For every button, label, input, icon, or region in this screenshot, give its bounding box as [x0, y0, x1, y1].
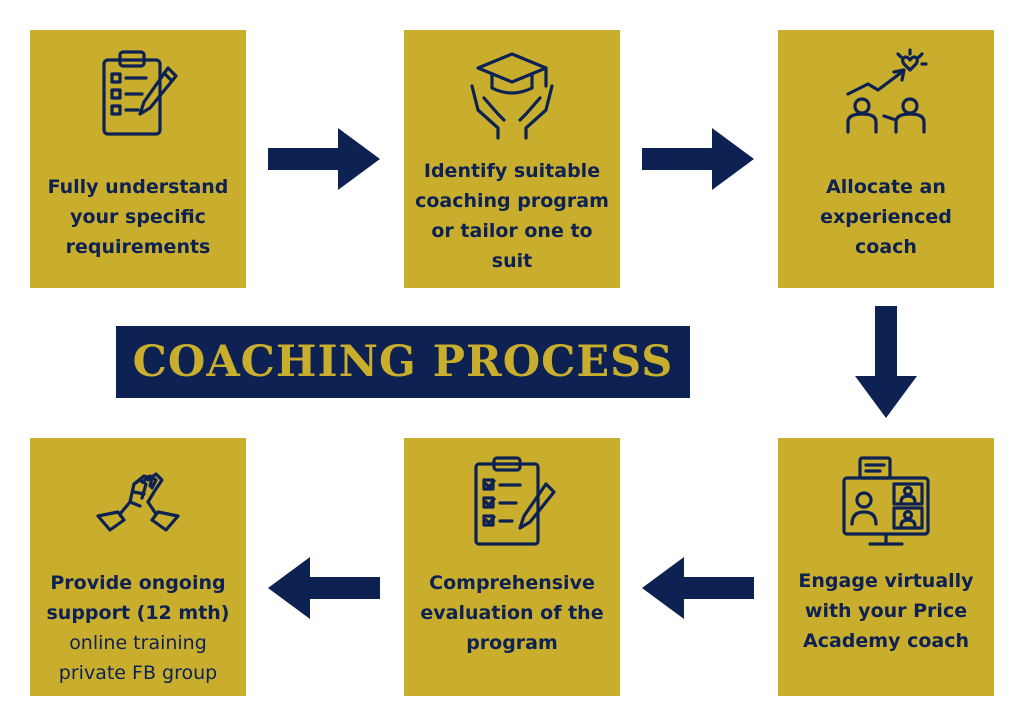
step-2-label: Identify suitable coaching program or ta…: [415, 160, 609, 272]
arrow-down: [855, 306, 917, 418]
handshake-support-icon: [90, 454, 186, 550]
page-title: COACHING PROCESS: [116, 326, 690, 398]
step-6-sub-1: online training: [69, 632, 207, 654]
step-6-label: Provide ongoing support (12 mth) online …: [30, 568, 246, 688]
step-1-box: Fully understand your specific requireme…: [30, 30, 246, 288]
evaluation-clipboard-icon: [464, 454, 560, 550]
arrow-right-1: [268, 128, 380, 190]
coach-growth-heart-icon: [838, 46, 934, 142]
step-6-title: Provide ongoing support (12 mth): [46, 572, 230, 624]
arrow-left-2: [268, 557, 380, 619]
step-2-box: Identify suitable coaching program or ta…: [404, 30, 620, 288]
video-conference-monitor-icon: [838, 454, 934, 550]
step-5-label: Comprehensive evaluation of the program: [420, 572, 604, 654]
step-3-label: Allocate an experienced coach: [820, 176, 952, 258]
arrow-left-1: [642, 557, 754, 619]
step-5-box: Comprehensive evaluation of the program: [404, 438, 620, 696]
arrow-right-2: [642, 128, 754, 190]
step-4-label: Engage virtually with your Price Academy…: [798, 570, 974, 652]
step-4-box: Engage virtually with your Price Academy…: [778, 438, 994, 696]
step-3-box: Allocate an experienced coach: [778, 30, 994, 288]
clipboard-checklist-pencil-icon: [90, 46, 186, 142]
step-6-box: Provide ongoing support (12 mth) online …: [30, 438, 246, 696]
step-6-sub-2: private FB group: [58, 662, 218, 684]
step-1-label: Fully understand your specific requireme…: [47, 176, 229, 258]
graduation-cap-hands-icon: [464, 46, 560, 142]
